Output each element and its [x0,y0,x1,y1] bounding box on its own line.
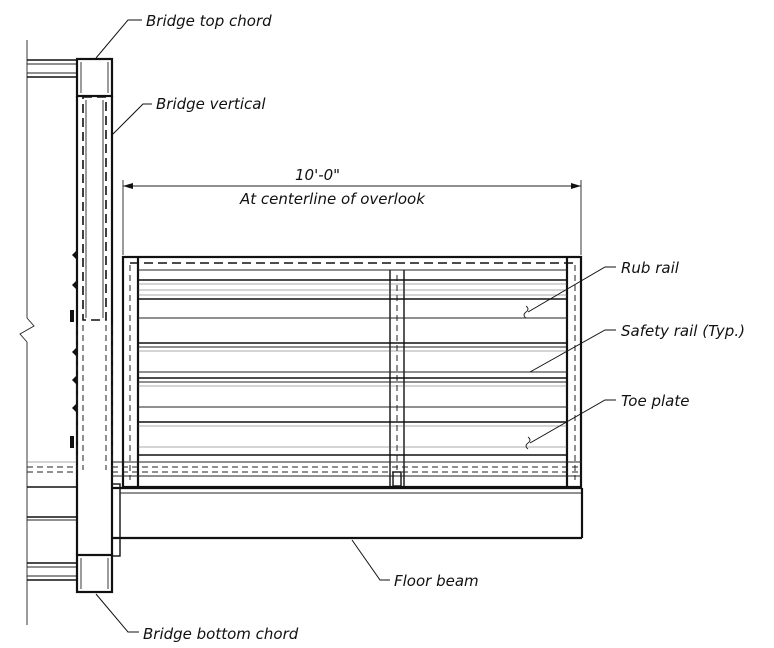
bridge-bottom-chord [75,553,114,594]
rub-rail [138,279,567,319]
label-toe-plate: Toe plate [529,392,689,444]
dimension-value: 10'-0" [295,166,340,184]
label-rub-rail: Rub rail [527,259,680,313]
toe-plate [138,421,567,456]
vertical-label: Bridge vertical [156,95,266,113]
label-safety-rail: Safety rail (Typ.) [529,322,745,373]
bridge-top-chord [75,57,114,98]
safety-rails [138,317,567,408]
label-floor-beam: Floor beam [351,539,479,590]
connection-bolts [70,250,77,448]
floor-beam-label: Floor beam [394,572,479,590]
deck-stub-left [27,461,77,581]
safety-rail-label: Safety rail (Typ.) [621,322,745,340]
top-chord-stub [27,59,77,78]
connection-plate [111,483,121,557]
floor-beam [112,486,584,540]
bridge-vertical [75,96,114,555]
dimension-note: At centerline of overlook [239,190,426,208]
top-chord-label: Bridge top chord [146,12,272,30]
toe-plate-label: Toe plate [621,392,689,410]
bottom-chord-label: Bridge bottom chord [143,625,299,643]
deck-planks [112,461,582,487]
label-bottom-chord: Bridge bottom chord [95,593,299,643]
rub-rail-label: Rub rail [621,259,680,277]
dimension-10ft: 10'-0" At centerline of overlook [122,166,582,255]
label-vertical: Bridge vertical [111,95,266,136]
break-line [19,40,35,625]
label-top-chord: Bridge top chord [95,12,272,59]
